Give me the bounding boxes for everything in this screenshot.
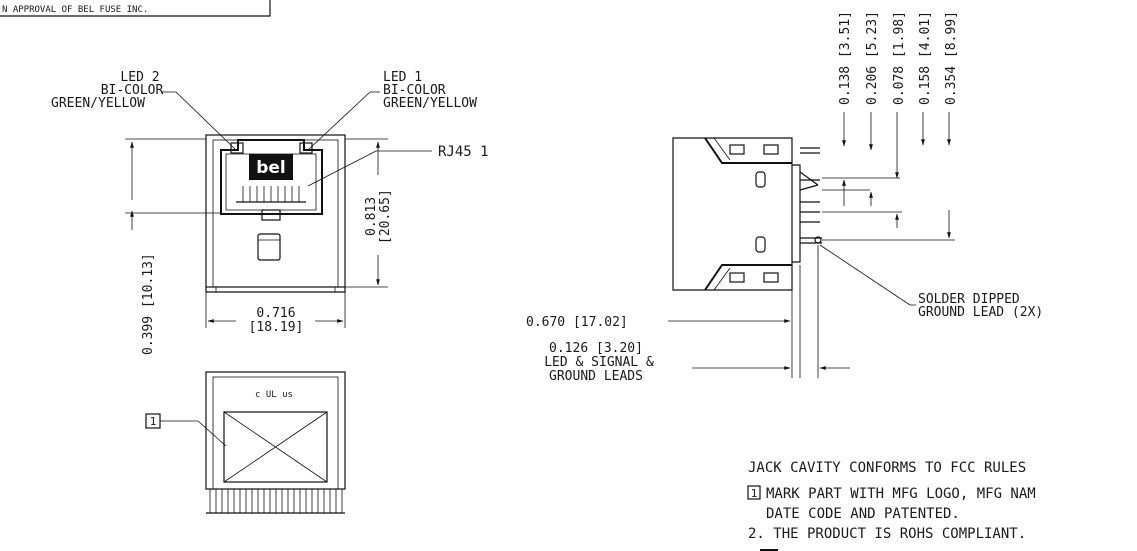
- bel-logo: bel: [256, 158, 286, 178]
- led1-label-line1: LED 1: [383, 70, 422, 85]
- rj45-label: RJ45 1: [438, 144, 489, 160]
- lead-dim-line2: LED & SIGNAL &: [544, 355, 654, 370]
- side-view: 0.138 [3.51] 0.206 [5.23] 0.078 [1.98] 0…: [526, 11, 1043, 384]
- led2-label-line3: GREEN/YELLOW: [51, 96, 145, 111]
- led2-label-line1: LED 2: [120, 70, 159, 85]
- callout-1: 1: [150, 415, 157, 428]
- solder-label-line1: SOLDER DIPPED: [918, 292, 1020, 307]
- vdim-2: 0.078 [1.98]: [892, 11, 907, 105]
- title-block-fragment: N APPROVAL OF BEL FUSE INC.: [0, 0, 271, 17]
- note1-text: MARK PART WITH MFG LOGO, MFG NAM: [766, 486, 1036, 502]
- notes-block: JACK CAVITY CONFORMS TO FCC RULES 1 MARK…: [747, 460, 1036, 551]
- vdim-0: 0.138 [3.51]: [838, 11, 853, 105]
- height-dim-front: 0.399 [10.13]: [141, 253, 156, 355]
- note1-continued: DATE CODE AND PATENTED.: [766, 506, 960, 522]
- note1-number: 1: [751, 487, 758, 500]
- vdim-3: 0.158 [4.01]: [918, 11, 933, 105]
- overall-height-in: 0.813: [364, 197, 379, 236]
- width-dim-in: 0.716: [256, 306, 295, 321]
- rj45-contacts: [236, 186, 306, 203]
- note2-text: 2. THE PRODUCT IS ROHS COMPLIANT.: [748, 526, 1026, 542]
- width-dim-mm: [18.19]: [249, 320, 304, 335]
- vdim-1: 0.206 [5.23]: [865, 11, 880, 105]
- vdim-4: 0.354 [8.99]: [944, 11, 959, 105]
- led1-label-line2: BI-COLOR: [383, 83, 446, 98]
- header-note: N APPROVAL OF BEL FUSE INC.: [2, 5, 148, 15]
- led2-label-line2: BI-COLOR: [101, 83, 164, 98]
- solder-label-line2: GROUND LEAD (2X): [918, 305, 1043, 320]
- overall-height-mm: [20.65]: [378, 189, 393, 244]
- front-view: bel LED 2 BI-COLOR GREEN/YELLOW LED 1 BI…: [51, 70, 489, 355]
- note-jack-cavity: JACK CAVITY CONFORMS TO FCC RULES: [748, 460, 1026, 476]
- ul-mark: c UL us: [255, 390, 293, 400]
- bottom-pins: [206, 489, 345, 514]
- depth-dim: 0.670 [17.02]: [526, 315, 628, 330]
- lead-dim: 0.126 [3.20]: [549, 341, 643, 356]
- led1-label-line3: GREEN/YELLOW: [383, 96, 477, 111]
- lead-dim-line3: GROUND LEADS: [549, 369, 643, 384]
- bottom-view: c UL us 1: [145, 371, 346, 514]
